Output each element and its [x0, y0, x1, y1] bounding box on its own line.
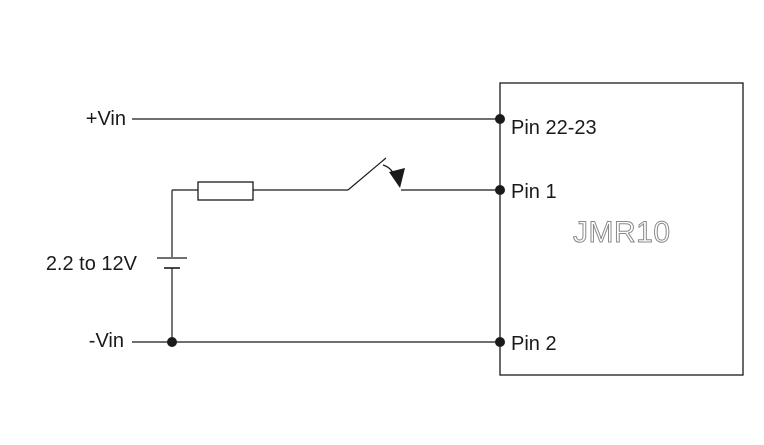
- switch-blade: [347, 157, 387, 191]
- pin-2-label: Pin 2: [511, 333, 557, 355]
- resistor: [197, 181, 254, 201]
- switch-arrow-head: [389, 168, 405, 188]
- pin-22-23-node: [495, 114, 505, 124]
- pin-1-node: [495, 185, 505, 195]
- module-box: [499, 82, 744, 376]
- pin-22-23-label: Pin 22-23: [511, 117, 597, 139]
- battery-voltage-label: 2.2 to 12V: [46, 253, 138, 275]
- vin-plus-label: +Vin: [86, 108, 126, 130]
- pin-1-label: Pin 1: [511, 181, 557, 203]
- vin-minus-label: -Vin: [89, 330, 124, 352]
- ground-junction-node: [167, 337, 177, 347]
- module-name: JMR10: [573, 216, 671, 249]
- pin-2-node: [495, 337, 505, 347]
